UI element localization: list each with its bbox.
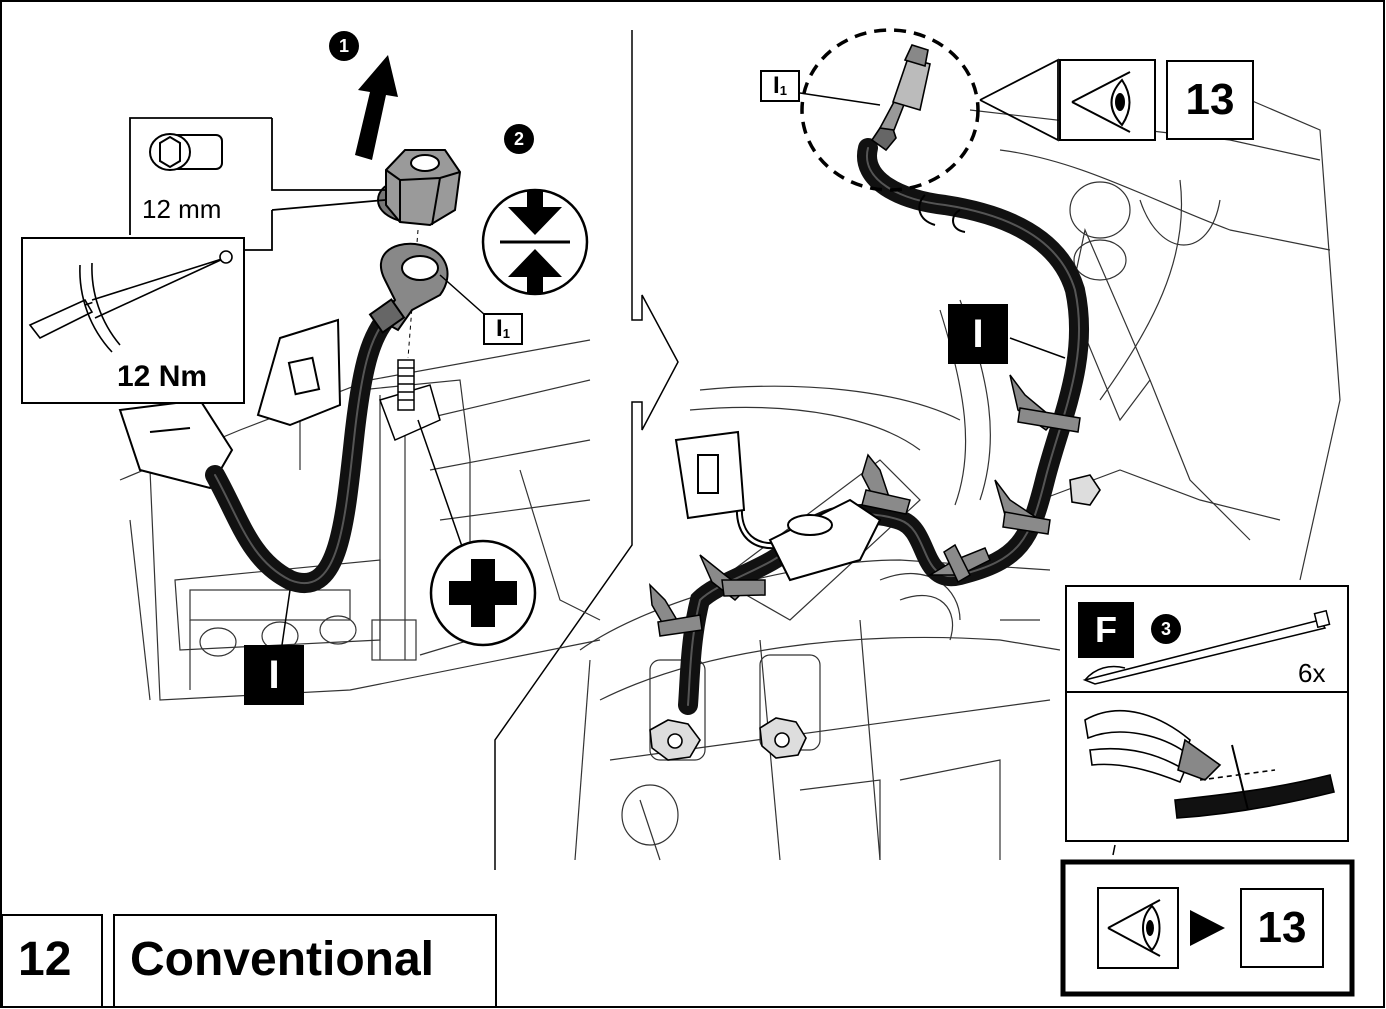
next-ref-box: 13 <box>1240 888 1324 968</box>
terminal-nuts-right <box>649 474 1101 761</box>
side-cutter-icon <box>1084 709 1335 819</box>
step-2-badge: 2 <box>504 124 534 154</box>
tie-count: 6x <box>1298 658 1326 688</box>
fuse-holder-right <box>674 430 882 582</box>
cable-tie-icon <box>1082 609 1331 685</box>
cable-right <box>678 138 1090 715</box>
ring-terminal-left <box>368 242 449 334</box>
torque-wrench-box <box>21 237 245 404</box>
press-arrows-icon <box>481 188 589 296</box>
socket-icon <box>149 133 223 171</box>
triangle-right-icon <box>1190 910 1225 946</box>
step-number: 12 <box>18 933 72 986</box>
step-3-badge: 3 <box>1151 614 1181 644</box>
fastener-badge: F <box>1078 602 1134 658</box>
transition-arrow <box>494 30 679 870</box>
battery-stud <box>379 359 441 442</box>
view-ref-box: 13 <box>1166 60 1254 140</box>
eye-view-icon <box>1059 59 1156 141</box>
step-title-box <box>1 914 497 1008</box>
terminal-label-main: I <box>496 315 503 342</box>
step-1-badge: 1 <box>329 31 359 61</box>
detail-circle <box>800 28 980 192</box>
left-engine-lines <box>119 339 601 701</box>
terminal-label-sub: 1 <box>779 82 787 98</box>
cable-badge-right: I <box>948 304 1008 364</box>
torque-value: 12 Nm <box>117 360 208 393</box>
cable-ties <box>649 374 1081 637</box>
tools-box <box>1065 585 1349 842</box>
flange-nut <box>377 149 462 227</box>
terminal-pin-right <box>870 44 931 152</box>
socket-size-label: 12 mm <box>142 194 222 224</box>
terminal-label-main: I <box>773 72 780 99</box>
cable-badge-left: I <box>244 645 304 705</box>
remove-arrow <box>355 55 398 160</box>
next-view-box <box>1060 859 1355 997</box>
terminal-label-sub: 1 <box>502 325 510 341</box>
fuse-holder-left <box>118 318 342 490</box>
step-title: Conventional <box>130 933 435 986</box>
plus-icon <box>417 419 537 647</box>
socket-callout <box>129 117 386 251</box>
